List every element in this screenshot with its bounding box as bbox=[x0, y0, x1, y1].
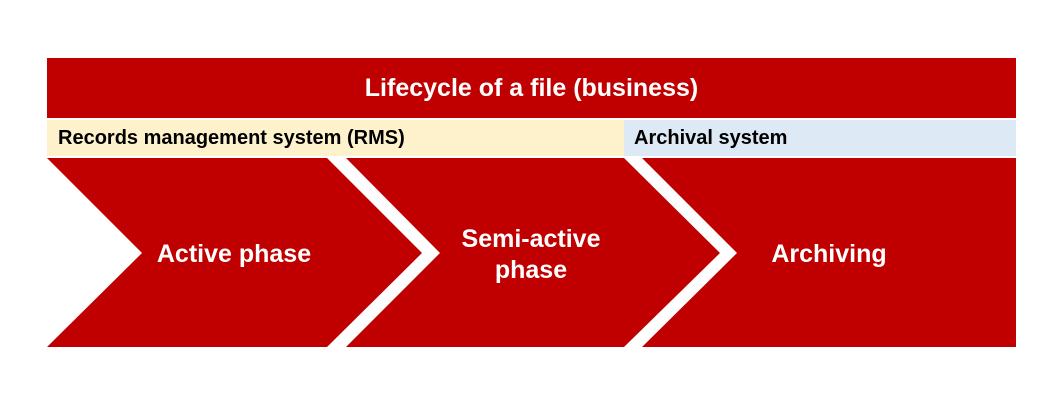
chevron-archiving bbox=[642, 158, 1016, 347]
archival-band-label: Archival system bbox=[634, 126, 788, 149]
rms-band: Records management system (RMS) bbox=[47, 120, 624, 156]
lifecycle-title: Lifecycle of a file (business) bbox=[364, 73, 699, 102]
chevron-active-phase bbox=[47, 158, 422, 347]
phase-active-label: Active phase bbox=[157, 240, 311, 268]
phase-semi-active-label-line2: phase bbox=[495, 256, 567, 284]
rms-band-label: Records management system (RMS) bbox=[58, 126, 405, 149]
lifecycle-title-bar: Lifecycle of a file (business) bbox=[47, 58, 1016, 118]
phase-archiving-label: Archiving bbox=[771, 240, 886, 268]
chevron-semi-active-phase bbox=[346, 158, 720, 347]
phase-semi-active-label-line1: Semi-active bbox=[462, 225, 601, 253]
archival-band: Archival system bbox=[624, 120, 1016, 156]
